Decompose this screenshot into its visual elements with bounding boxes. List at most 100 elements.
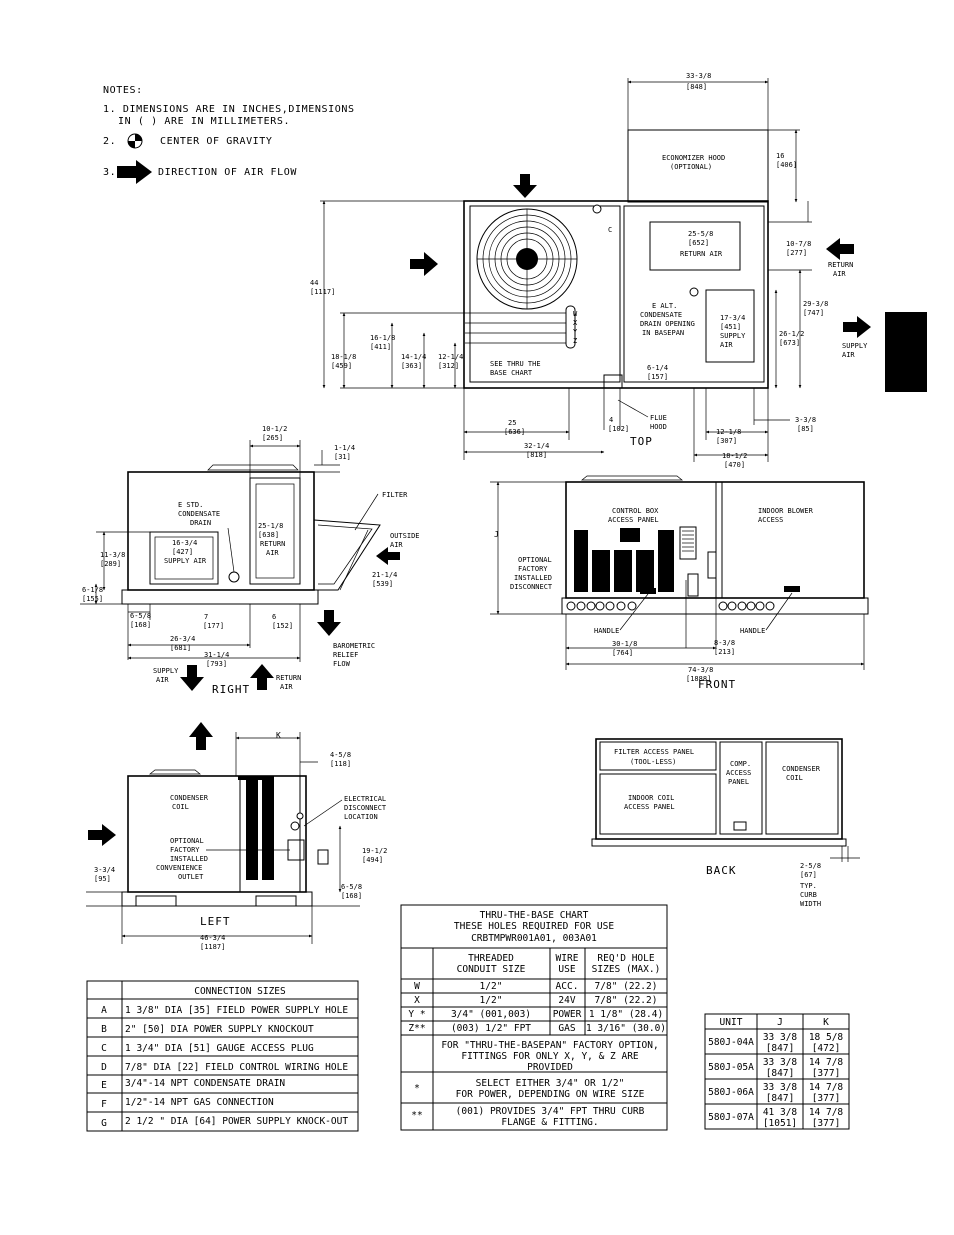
top-supply-arrow-icon <box>843 316 871 338</box>
conn-val-c: 1 3/4" DIA [51] GAUGE ACCESS PLUG <box>125 1043 314 1054</box>
dim-16-34: 16-3/4 <box>172 539 197 547</box>
dim-652: [652] <box>688 239 709 247</box>
dim-118: [118] <box>330 760 351 768</box>
note-3-number: 3. <box>103 167 116 178</box>
conn-key-b: B <box>101 1024 107 1035</box>
unit-row2-jm: [847] <box>766 1068 795 1079</box>
ttb-h-hole-a: REQ'D HOLE <box>597 953 654 964</box>
dim-636: [636] <box>504 428 525 436</box>
right-return-a: RETURN <box>260 540 285 548</box>
dim-459: [459] <box>331 362 352 370</box>
left-oc-a: OPTIONAL <box>170 837 204 845</box>
indoor-blower-a: INDOOR BLOWER <box>758 507 814 515</box>
ttb-wire-y: POWER <box>553 1009 582 1020</box>
dim-406: [406] <box>776 161 797 169</box>
dim-764: [764] <box>612 649 633 657</box>
right-view-title: RIGHT <box>212 683 250 696</box>
dim-168: [168] <box>130 621 151 629</box>
ttb-h-conduit-a: THREADED <box>468 953 514 964</box>
dim-3-38: 3-3/8 <box>795 416 816 424</box>
flue-hood-a: FLUE <box>650 414 667 422</box>
dim-277: [277] <box>786 249 807 257</box>
ttb-h-conduit-b: CONDUIT SIZE <box>457 964 526 975</box>
unit-row3-j: 33 3/8 <box>763 1082 798 1093</box>
dim-363: [363] <box>401 362 422 370</box>
top-return-b: AIR <box>833 270 846 278</box>
left-oc-e: OUTLET <box>178 873 204 881</box>
ttb-wire-z: GAS <box>558 1023 575 1034</box>
ttb-h-wire-a: WIRE <box>556 953 579 964</box>
dim-6-18: 6-1/8 <box>82 586 103 594</box>
top-return-air-label: RETURN AIR <box>680 250 723 258</box>
dim-6-58-l: 6-5/8 <box>341 883 362 891</box>
dim-307: [307] <box>716 437 737 445</box>
conn-val-g: 2 1/2 " DIA [64] POWER SUPPLY KNOCK-OUT <box>125 1116 348 1127</box>
barometric-relief-arrow-icon <box>317 610 341 636</box>
ttb-conduit-z: (003) 1/2" FPT <box>451 1023 531 1034</box>
left-el-b: DISCONNECT <box>344 804 387 812</box>
top-supply-b: AIR <box>720 341 733 349</box>
dim-539: [539] <box>372 580 393 588</box>
ttb-star1-a: SELECT EITHER 3/4" OR 1/2" <box>476 1078 625 1089</box>
back-fa-b: (TOOL-LESS) <box>630 758 676 766</box>
unit-row4-k: 14 7/8 <box>809 1107 844 1118</box>
dim-21-14: 21-1/4 <box>372 571 397 579</box>
unit-row1-j: 33 3/8 <box>763 1032 798 1043</box>
dim-25: 25 <box>508 419 516 427</box>
ttb-note1-c: PROVIDED <box>527 1062 573 1073</box>
std-drain-a: E STD. <box>178 501 203 509</box>
dim-6-58: 6-5/8 <box>130 612 151 620</box>
unit-h-j: J <box>777 1017 783 1028</box>
dim-451: [451] <box>720 323 741 331</box>
indoor-blower-b: ACCESS <box>758 516 783 524</box>
dim-681: [681] <box>170 644 191 652</box>
dim-494: [494] <box>362 856 383 864</box>
econ-hood-label-a: ECONOMIZER HOOD <box>662 154 725 162</box>
unit-row4-unit: 580J-07A <box>708 1112 754 1123</box>
dim-102: [102] <box>608 425 629 433</box>
unit-row4-j: 41 3/8 <box>763 1107 798 1118</box>
ttb-note1-b: FITTINGS FOR ONLY X, Y, & Z ARE <box>461 1051 639 1062</box>
dim-25-18: 25-1/8 <box>258 522 283 530</box>
conn-val-e: 3/4"-14 NPT CONDENSATE DRAIN <box>125 1078 285 1089</box>
unit-row4-jm: [1051] <box>763 1118 797 1129</box>
dim-44: 44 <box>310 279 318 287</box>
ttb-key-y: Y * <box>408 1009 425 1020</box>
dim-14-14: 14-1/4 <box>401 353 426 361</box>
top-airflow-down-arrow-icon <box>513 174 537 198</box>
dim-67: [67] <box>800 871 817 879</box>
conn-key-g: G <box>101 1118 107 1129</box>
unit-row1-jm: [847] <box>766 1043 795 1054</box>
unit-row4-km: [377] <box>812 1118 841 1129</box>
left-el-c: LOCATION <box>344 813 378 821</box>
notes-title: NOTES: <box>103 85 143 96</box>
ttb-wire-x: 24V <box>558 995 575 1006</box>
top-view: ECONOMIZER HOOD (OPTIONAL) 33-3/8 [848] … <box>310 72 871 469</box>
dim-157: [157] <box>647 373 668 381</box>
dim-411: [411] <box>370 343 391 351</box>
dim-1888: [1888] <box>686 675 711 683</box>
unit-dimension-table: UNIT J K 580J-04A 33 3/8 [847] 18 5/8 [4… <box>704 1013 850 1130</box>
std-drain-c: DRAIN <box>190 519 211 527</box>
dim-30-18: 30-1/8 <box>612 640 637 648</box>
dim-46-34: 46-3/4 <box>200 934 225 942</box>
dim-11-38: 11-3/8 <box>100 551 125 559</box>
ttb-star1-b: FOR POWER, DEPENDING ON WIRE SIZE <box>456 1089 645 1100</box>
unit-row3-unit: 580J-06A <box>708 1087 754 1098</box>
back-typ-b: CURB <box>800 891 817 899</box>
unit-h-unit: UNIT <box>720 1017 743 1028</box>
right-ret-d: AIR <box>280 683 293 691</box>
left-oc-b: FACTORY <box>170 846 200 854</box>
dim-29-38: 29-3/8 <box>803 300 828 308</box>
dim-213: [213] <box>714 648 735 656</box>
back-comp-b: ACCESS <box>726 769 751 777</box>
unit-row2-unit: 580J-05A <box>708 1062 754 1073</box>
back-typ-c: WIDTH <box>800 900 821 908</box>
dim-747: [747] <box>803 309 824 317</box>
left-cc-a: CONDENSER <box>170 794 209 802</box>
ttb-star2-a: (001) PROVIDES 3/4" FPT THRU CURB <box>456 1106 645 1117</box>
front-opt-a: OPTIONAL <box>518 556 552 564</box>
dim-177: [177] <box>203 622 224 630</box>
dim-95: [95] <box>94 875 111 883</box>
control-box-b: ACCESS PANEL <box>608 516 659 524</box>
